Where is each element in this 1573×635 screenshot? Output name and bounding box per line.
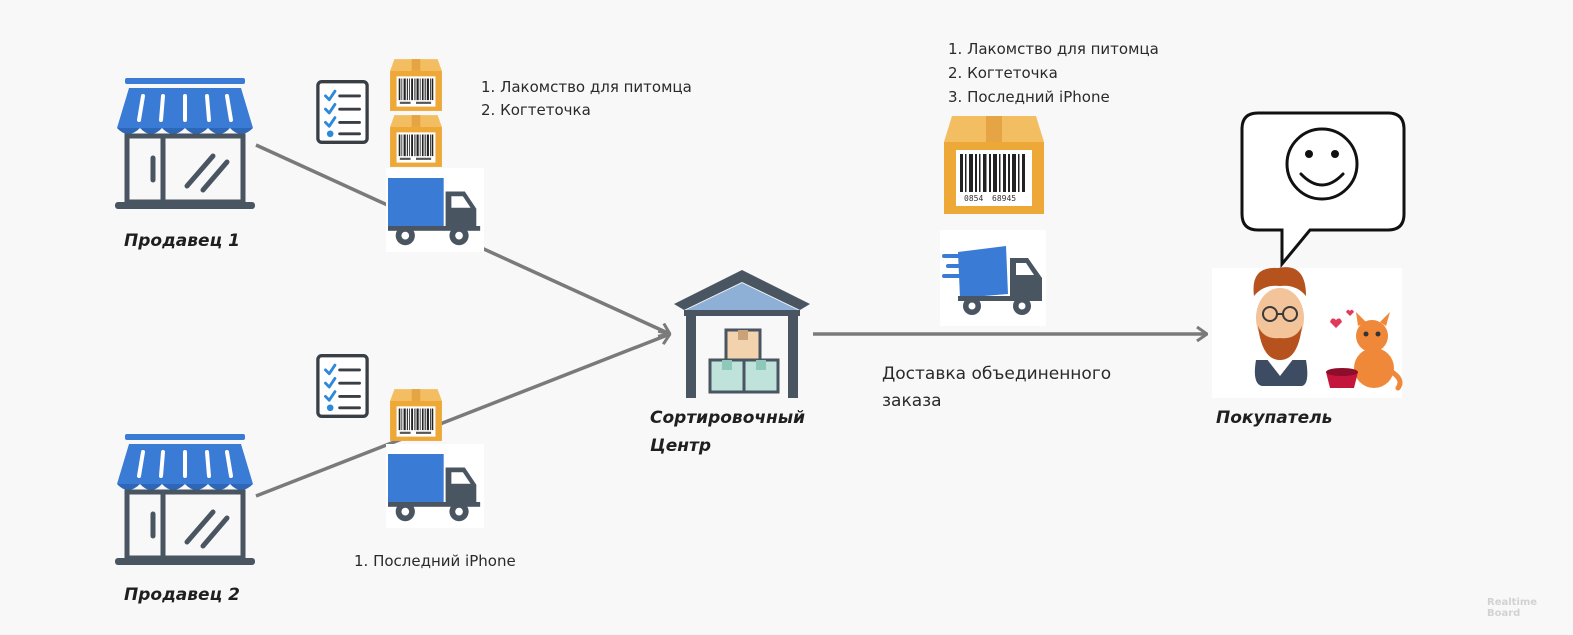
combined-item-2: 2. Когтеточка — [948, 64, 1058, 82]
buyer-avatar-icon — [1253, 267, 1308, 386]
checklist-icon — [316, 354, 369, 418]
shop-icon — [115, 78, 255, 209]
cat-icon — [1326, 309, 1403, 391]
combined-item-3: 3. Последний iPhone — [948, 88, 1110, 106]
seller1-label: Продавец 1 — [124, 231, 240, 251]
seller2-label: Продавец 2 — [124, 585, 240, 605]
combined-item-1: 1. Лакомство для питомца — [948, 40, 1159, 58]
shop-icon — [115, 434, 255, 565]
arrow-seller2-to-sorting — [255, 334, 670, 498]
fast-truck-icon — [940, 230, 1046, 326]
sorting-center-label-line2: Центр — [650, 436, 711, 456]
delivery-label-line1: Доставка объединенного — [882, 364, 1111, 384]
parcel-icon — [390, 115, 442, 167]
warehouse-icon — [672, 268, 812, 398]
parcel-icon — [390, 389, 442, 441]
barcode-number-right: 68945 — [992, 194, 1016, 203]
smiley-icon — [1285, 127, 1359, 201]
sorting-center-label-line1: Сортировочный — [650, 408, 805, 428]
parcel-icon: 0854 68945 — [944, 116, 1044, 214]
speech-bubble-icon — [1240, 111, 1406, 269]
checklist-icon — [316, 80, 369, 144]
seller2-item-1: 1. Последний iPhone — [354, 552, 516, 570]
watermark-line2: Board — [1487, 608, 1520, 619]
barcode-number-left: 0854 — [964, 194, 983, 203]
watermark-line1: Realtime — [1487, 597, 1537, 608]
parcel-icon — [390, 59, 442, 111]
buyer-label: Покупатель — [1216, 408, 1332, 428]
delivery-label-line2: заказа — [882, 391, 942, 411]
seller1-item-2: 2. Когтеточка — [481, 101, 591, 119]
seller1-item-1: 1. Лакомство для питомца — [481, 78, 692, 96]
